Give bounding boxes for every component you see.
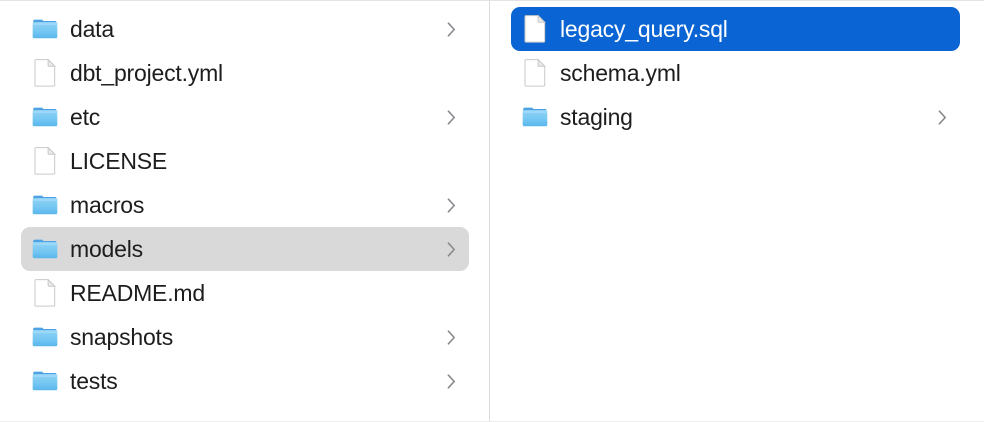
file-row-label: README.md — [70, 280, 205, 306]
chevron-right-icon[interactable] — [445, 328, 457, 346]
file-row-label: staging — [560, 104, 633, 130]
file-row[interactable]: README.md — [21, 271, 469, 315]
document-icon — [32, 58, 58, 88]
file-row-label: dbt_project.yml — [70, 60, 223, 86]
file-row-label: LICENSE — [70, 148, 168, 174]
folder-icon — [32, 366, 58, 396]
file-row[interactable]: data — [21, 7, 469, 51]
folder-icon — [32, 102, 58, 132]
document-icon — [522, 58, 548, 88]
file-row-label: schema.yml — [560, 60, 681, 86]
folder-icon — [32, 322, 58, 352]
document-icon — [522, 14, 548, 44]
folder-icon — [32, 14, 58, 44]
file-row[interactable]: staging — [511, 95, 960, 139]
file-row[interactable]: schema.yml — [511, 51, 960, 95]
file-row-label: legacy_query.sql — [560, 16, 728, 42]
chevron-right-icon[interactable] — [445, 240, 457, 258]
folder-icon — [522, 102, 548, 132]
file-row-label: tests — [70, 368, 118, 394]
finder-column-child: legacy_query.sql schema.yml staging — [490, 1, 983, 421]
file-row-label: data — [70, 16, 114, 42]
chevron-right-icon[interactable] — [445, 372, 457, 390]
folder-icon — [32, 190, 58, 220]
file-row-label: macros — [70, 192, 145, 218]
file-row[interactable]: dbt_project.yml — [21, 51, 469, 95]
chevron-right-icon[interactable] — [445, 108, 457, 126]
file-row[interactable]: legacy_query.sql — [511, 7, 960, 51]
folder-icon — [32, 234, 58, 264]
document-icon — [32, 278, 58, 308]
file-row[interactable]: snapshots — [21, 315, 469, 359]
finder-column-parent: data dbt_project.yml etc — [0, 1, 490, 421]
chevron-right-icon[interactable] — [936, 108, 948, 126]
file-row[interactable]: models — [21, 227, 469, 271]
file-row-label: snapshots — [70, 324, 174, 350]
file-row[interactable]: tests — [21, 359, 469, 403]
file-row[interactable]: etc — [21, 95, 469, 139]
file-row[interactable]: macros — [21, 183, 469, 227]
document-icon — [32, 146, 58, 176]
file-row[interactable]: LICENSE — [21, 139, 469, 183]
chevron-right-icon[interactable] — [445, 20, 457, 38]
file-row-label: etc — [70, 104, 101, 130]
file-row-label: models — [70, 236, 143, 262]
chevron-right-icon[interactable] — [445, 196, 457, 214]
